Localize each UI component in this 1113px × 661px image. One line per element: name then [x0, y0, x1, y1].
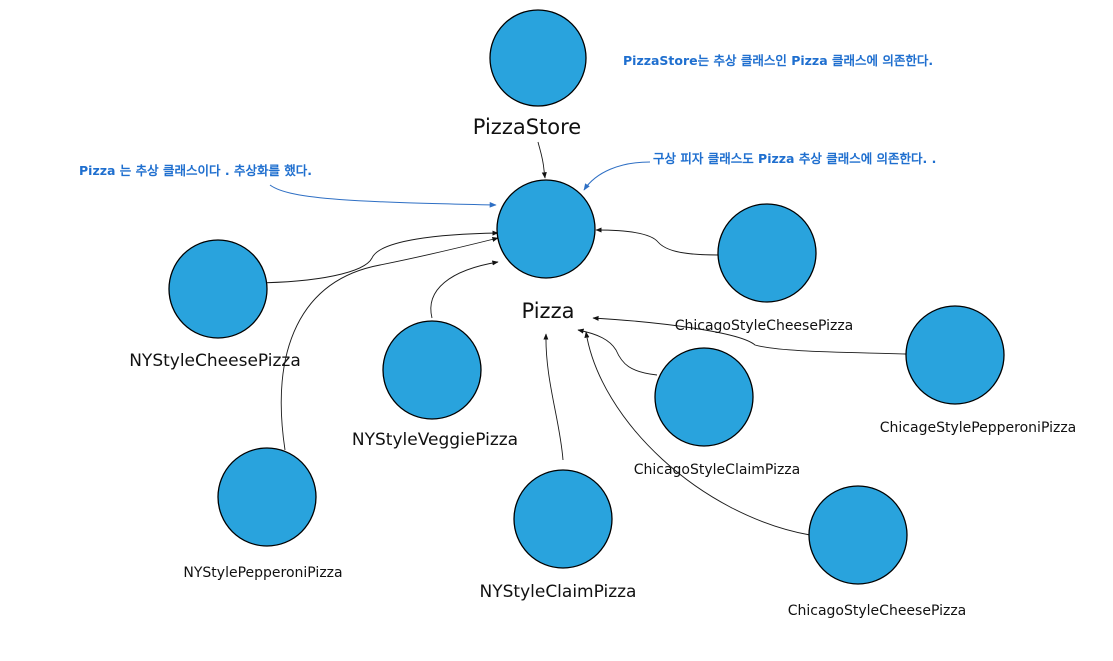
node-chicago-cheese-bottom[interactable] [808, 485, 908, 585]
label-chicago-claim: ChicagoStyleClaimPizza [634, 462, 801, 478]
note-pointer-concrete [583, 161, 651, 191]
node-ny-cheese[interactable] [168, 239, 268, 339]
note-pointer-abstract [269, 184, 497, 208]
label-ny-cheese: NYStyleCheesePizza [129, 351, 301, 371]
nodes [168, 9, 1005, 585]
label-pizza: Pizza [522, 299, 575, 323]
label-chicago-cheese-top: ChicagoStyleCheesePizza [675, 318, 854, 334]
edge-ny-veggie-to-pizza [430, 260, 499, 319]
node-chicago-pepperoni[interactable] [905, 305, 1005, 405]
node-chicago-claim[interactable] [654, 347, 754, 447]
label-ny-claim: NYStyleClaimPizza [480, 582, 637, 602]
edge-chicago-cheese-top-to-pizza [595, 227, 719, 256]
note-pizza-abstract: Pizza 는 추상 클래스이다 . 추상화를 했다. [79, 163, 312, 178]
node-ny-claim[interactable] [513, 469, 613, 569]
label-ny-pepperoni: NYStylePepperoniPizza [183, 565, 342, 581]
edges [245, 141, 907, 536]
label-chicago-cheese-bottom: ChicagoStyleCheesePizza [788, 603, 967, 619]
edge-chicago-cheese-bottom-to-pizza [584, 331, 811, 536]
node-pizza[interactable] [496, 179, 596, 279]
node-chicago-cheese-top[interactable] [717, 203, 817, 303]
edge-ny-pepperoni-to-pizza [280, 236, 499, 451]
notes: PizzaStore는 추상 클래스인 Pizza 클래스에 의존한다. Piz… [79, 53, 936, 178]
node-labels: PizzaStore Pizza NYStyleCheesePizza NYSt… [129, 115, 1076, 619]
edge-ny-claim-to-pizza [543, 333, 564, 461]
note-pointers [269, 161, 651, 208]
edge-chicago-pepperoni-to-pizza [592, 315, 907, 355]
edge-store-to-pizza [537, 141, 547, 179]
note-concrete-depends: 구상 피자 클래스도 Pizza 추상 클래스에 의존한다. . [653, 151, 936, 166]
node-pizza-store[interactable] [489, 9, 587, 107]
note-store-depends: PizzaStore는 추상 클래스인 Pizza 클래스에 의존한다. [623, 53, 933, 68]
node-ny-pepperoni[interactable] [217, 447, 317, 547]
label-chicago-pepperoni: ChicageStylePepperoniPizza [880, 420, 1077, 436]
node-ny-veggie[interactable] [382, 320, 482, 420]
label-pizza-store: PizzaStore [473, 115, 581, 139]
label-ny-veggie: NYStyleVeggiePizza [352, 430, 518, 450]
edge-chicago-claim-to-pizza [577, 328, 658, 376]
edge-ny-cheese-to-pizza [245, 230, 499, 284]
